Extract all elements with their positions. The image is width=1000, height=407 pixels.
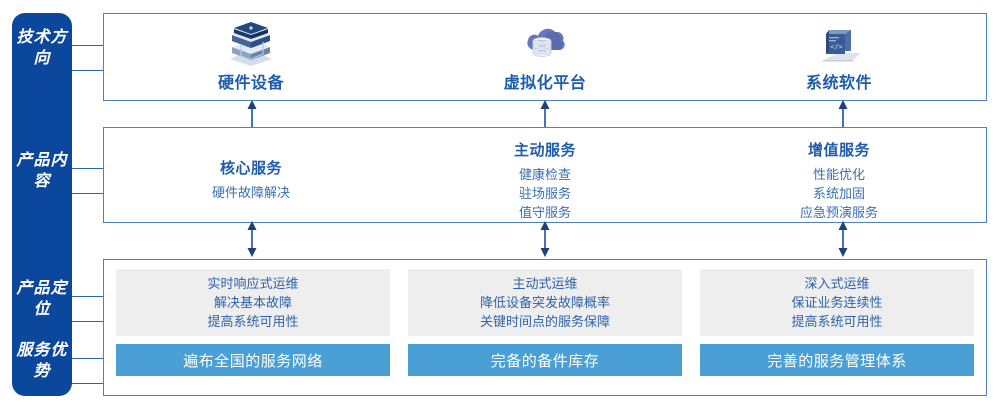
positioning-line: 深入式运维 [804, 276, 870, 291]
positioning-line: 提高系统可用性 [791, 314, 883, 329]
content-cell-title: 核心服务 [219, 160, 282, 177]
sidebar-item-label: 产品内容 [16, 152, 68, 190]
positioning-line: 实时响应式运维 [207, 276, 299, 291]
positioning-line: 提高系统可用性 [207, 314, 299, 329]
content-cell-item: 性能优化 [812, 167, 865, 182]
positioning-box-proactive[interactable]: 主动式运维 降低设备突发故障概率 关键时间点的服务保障 [408, 269, 682, 336]
advantage-bar-label: 遍布全国的服务网络 [183, 352, 323, 370]
sidebar-item-tech-direction[interactable]: 技术方向 [12, 27, 72, 69]
tech-cell-label: 虚拟化平台 [503, 75, 587, 92]
positioning-line: 主动式运维 [512, 276, 578, 291]
positioning-line: 降低设备突发故障概率 [479, 295, 610, 310]
sidebar-item-product-positioning[interactable]: 产品定位 [12, 278, 72, 320]
positioning-line: 解决基本故障 [213, 295, 292, 310]
content-cell-title: 增值服务 [807, 142, 870, 159]
arrow-up-icon [540, 100, 550, 127]
arrow-bidirectional-icon [540, 221, 550, 257]
positioning-line: 关键时间点的服务保障 [479, 314, 610, 329]
positioning-row: 实时响应式运维 解决基本故障 提高系统可用性 主动式运维 降低设备突发故障概率 … [116, 269, 974, 336]
content-cell-item: 系统加固 [812, 186, 865, 201]
content-cell-core-service[interactable]: 核心服务 硬件故障解决 [104, 128, 398, 222]
content-cell-value-added-service[interactable]: 增值服务 性能优化 系统加固 应急预演服务 [692, 128, 986, 222]
positioning-line: 保证业务连续性 [791, 295, 883, 310]
content-cell-item: 应急预演服务 [799, 205, 878, 220]
tech-cell-system-software[interactable]: </> 系统软件 [692, 14, 986, 93]
sidebar-item-label: 服务优势 [16, 342, 68, 380]
server-stack-icon [230, 22, 272, 66]
content-cell-item: 健康检查 [518, 167, 571, 182]
laptop-code-icon: </> [823, 30, 861, 62]
advantage-bar-management-system[interactable]: 完善的服务管理体系 [700, 344, 974, 376]
sidebar-item-service-advantage[interactable]: 服务优势 [12, 340, 72, 382]
tech-cell-label: 硬件设备 [217, 75, 284, 92]
sidebar-item-label: 产品定位 [16, 280, 68, 318]
advantage-bar-spare-parts[interactable]: 完备的备件库存 [408, 344, 682, 376]
arrow-bidirectional-icon [247, 221, 257, 257]
tech-cell-virtualization[interactable]: 虚拟化平台 [398, 14, 692, 93]
arrow-bidirectional-icon [838, 221, 848, 257]
panel-tech-direction: 硬件设备 虚拟化平台 [103, 13, 987, 101]
tech-cell-label: 系统软件 [805, 75, 872, 92]
content-cell-item: 值守服务 [518, 205, 571, 220]
arrow-up-icon [838, 100, 848, 127]
sidebar-item-product-content[interactable]: 产品内容 [12, 150, 72, 192]
panel-positioning-advantage: 实时响应式运维 解决基本故障 提高系统可用性 主动式运维 降低设备突发故障概率 … [103, 259, 987, 396]
content-cell-title: 主动服务 [513, 142, 576, 159]
advantage-bar-label: 完善的服务管理体系 [767, 352, 907, 370]
positioning-box-realtime[interactable]: 实时响应式运维 解决基本故障 提高系统可用性 [116, 269, 390, 336]
advantage-bar-label: 完备的备件库存 [490, 352, 600, 370]
sidebar-item-label: 技术方向 [16, 29, 68, 67]
content-cell-item: 驻场服务 [518, 186, 571, 201]
arrow-up-icon [247, 100, 257, 127]
content-cell-proactive-service[interactable]: 主动服务 健康检查 驻场服务 值守服务 [398, 128, 692, 222]
svg-text:</>: </> [830, 43, 843, 51]
content-cell-item: 硬件故障解决 [211, 185, 290, 200]
positioning-box-indepth[interactable]: 深入式运维 保证业务连续性 提高系统可用性 [700, 269, 974, 336]
sidebar-rail [12, 13, 72, 396]
tech-cell-hardware[interactable]: 硬件设备 [104, 14, 398, 93]
cloud-database-icon [527, 28, 565, 57]
panel-product-content: 核心服务 硬件故障解决 主动服务 健康检查 驻场服务 值守服务 增值服务 性能优… [103, 127, 987, 223]
advantage-bar-service-network[interactable]: 遍布全国的服务网络 [116, 344, 390, 376]
advantage-row: 遍布全国的服务网络 完备的备件库存 完善的服务管理体系 [116, 344, 974, 376]
